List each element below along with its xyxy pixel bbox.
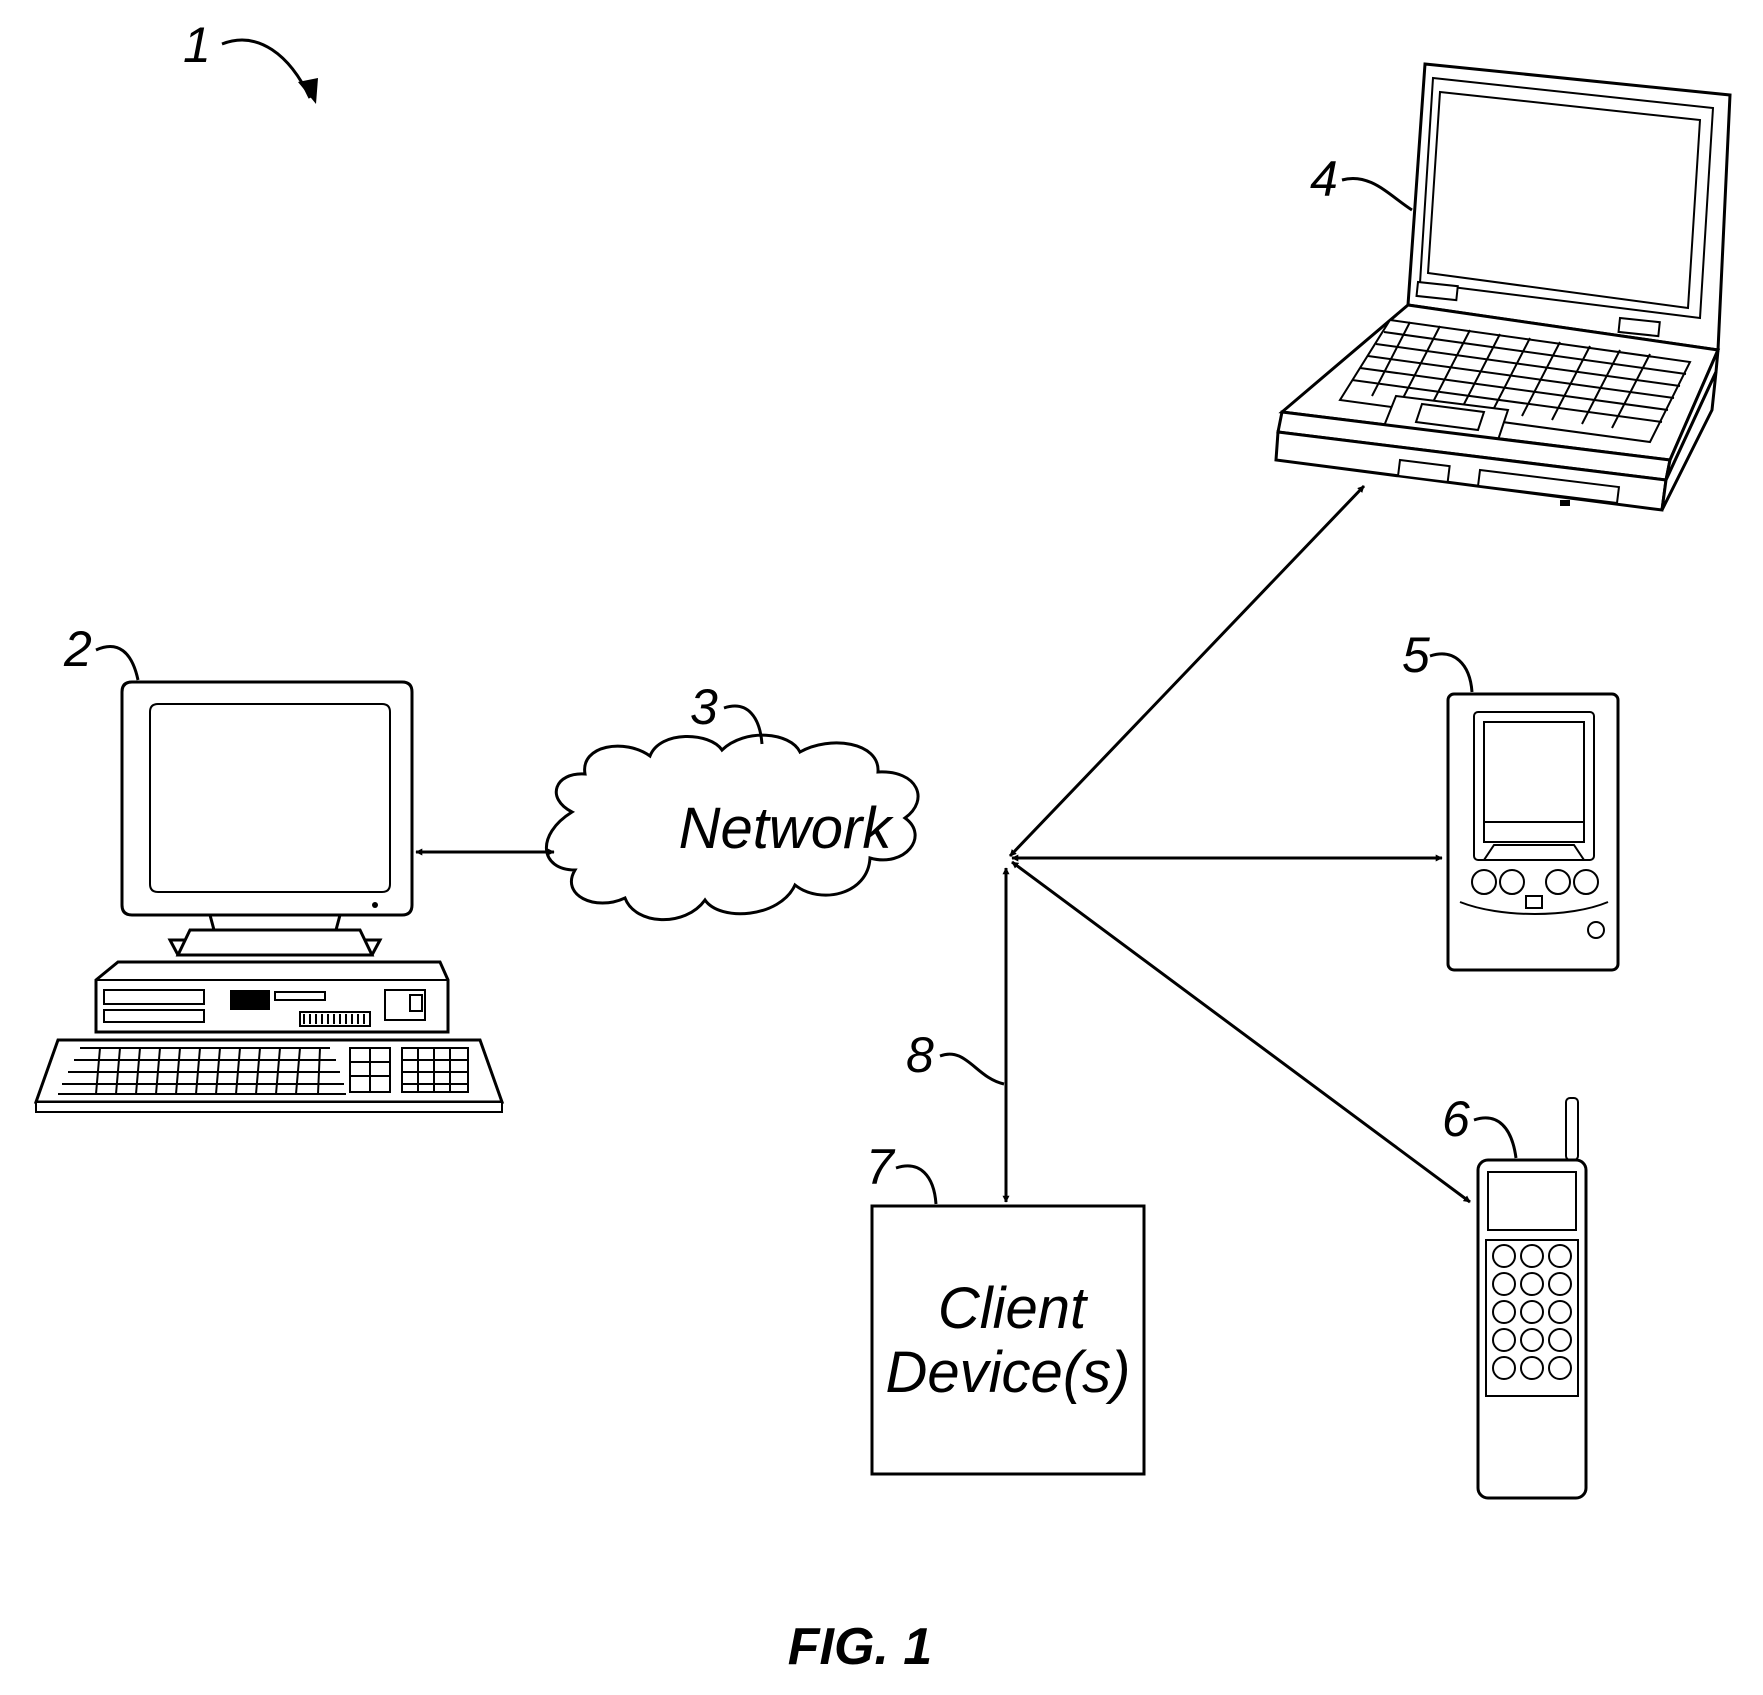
desktop-computer-icon: [36, 682, 502, 1112]
laptop-ref-number: 4: [1310, 151, 1338, 207]
network-label: Network: [679, 796, 895, 861]
system-ref-arrow: [222, 40, 310, 98]
laptop: 4: [1276, 64, 1730, 510]
laptop-ref-leader: [1342, 178, 1412, 210]
desktop-computer: 2: [36, 621, 502, 1112]
link-ref-number: 8: [906, 1027, 934, 1083]
link-ref-leader: [940, 1054, 1004, 1084]
phone-ref-leader: [1474, 1118, 1516, 1158]
desktop-ref-leader: [96, 647, 138, 680]
pda-ref-leader: [1430, 654, 1472, 692]
laptop-icon: [1276, 64, 1730, 510]
system-ref-arrowhead: [298, 78, 318, 104]
figure-caption: FIG. 1: [788, 1618, 932, 1676]
client-ref-number: 7: [866, 1139, 896, 1195]
mobile-phone: 6: [1442, 1091, 1586, 1498]
pda-icon: [1448, 694, 1618, 970]
link-network-phone: [1012, 862, 1470, 1202]
phone-ref-number: 6: [1442, 1091, 1470, 1147]
pda: 5: [1402, 627, 1618, 970]
network: Network 3: [546, 679, 918, 920]
client-devices-label-line1: Client: [938, 1276, 1089, 1341]
network-ref-number: 3: [690, 679, 718, 735]
client-ref-leader: [896, 1166, 936, 1204]
system-reference: 1: [183, 17, 318, 104]
mobile-phone-icon: [1478, 1098, 1586, 1498]
desktop-ref-number: 2: [63, 621, 92, 677]
pda-ref-number: 5: [1402, 627, 1430, 683]
link-network-laptop: [1010, 486, 1364, 856]
system-ref-number: 1: [183, 17, 211, 73]
client-devices-label-line2: Device(s): [886, 1340, 1131, 1405]
